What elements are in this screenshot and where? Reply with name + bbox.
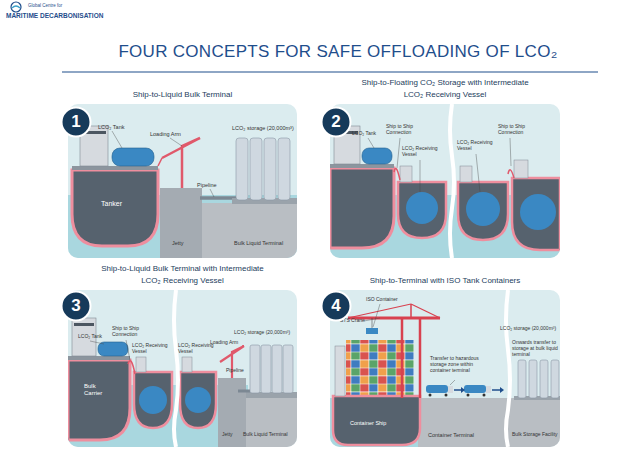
part-label: Jetty	[172, 240, 184, 246]
part-label: Bulk Liquid Terminal	[234, 240, 283, 246]
scene-3	[68, 290, 297, 447]
part-label: Onwards transfer to storage at bulk liqu…	[512, 340, 558, 357]
part-label: Bulk Storage Facility	[512, 432, 558, 438]
step-number-text: 4	[320, 290, 352, 322]
part-label: LCO₂ Receiving Vessel	[132, 343, 168, 355]
step-number: 3	[60, 290, 92, 322]
part-label: LCO₂ Tank	[98, 124, 125, 130]
part-label: Ship to Ship Connection	[386, 124, 422, 136]
part-label: LCO₂ Tank	[78, 334, 102, 340]
part-label: Transfer to hazardous storage zone withi…	[430, 356, 492, 373]
step-number: 1	[60, 106, 92, 138]
page-title: FOUR CONCEPTS FOR SAFE OFFLOADING OF LCO…	[26, 42, 624, 62]
step-number: 4	[320, 290, 352, 322]
scene-2	[330, 104, 560, 258]
step-number-text: 3	[60, 290, 92, 322]
concept-panel: Ship-to-Floating CO₂ Storage with Interm…	[330, 104, 560, 258]
part-label: Bulk Liquid Terminal	[243, 432, 288, 438]
logo-ring	[11, 2, 21, 12]
panel-heading: Ship-to-Liquid Bulk Terminal	[68, 89, 297, 101]
part-label: Pipeline	[226, 368, 244, 374]
part-label: Tanker	[101, 200, 122, 208]
part-label: Loading Arm	[210, 340, 238, 346]
logo-text: Global Centre for	[28, 3, 62, 8]
part-label: LCO₂ Receiving Vessel	[457, 140, 495, 152]
part-label: Container Terminal	[428, 432, 474, 438]
scene-4	[330, 290, 560, 447]
part-label: LCO₂ Tank	[352, 131, 376, 137]
panel-heading: Ship-to-Floating CO₂ Storage with Interm…	[360, 77, 530, 101]
part-label: Jetty	[222, 432, 233, 438]
part-label: Ship to Ship Connection	[112, 326, 146, 338]
part-label: LCO₂ Receiving Vessel	[402, 146, 440, 158]
logo-wave	[12, 6, 20, 8]
panel-heading: Ship-to-Terminal with ISO Tank Container…	[331, 275, 560, 287]
panel-heading: Ship-to-Liquid Bulk Terminal with Interm…	[98, 263, 268, 287]
part-label: LCO₂ Receiving Vessel	[178, 343, 214, 355]
part-label: Ship to Ship Connection	[498, 124, 534, 136]
part-label: Pipeline	[197, 182, 217, 188]
part-label: Container Ship	[350, 420, 386, 426]
step-number: 2	[320, 106, 352, 138]
title-rule	[62, 71, 598, 72]
logo-text: MARITIME DECARBONISATION	[6, 12, 103, 19]
part-label: Bulk Carrier	[84, 383, 114, 397]
part-label: ISO Container	[366, 297, 398, 303]
part-label: Loading Arm	[150, 131, 181, 137]
part-label: LCO₂ storage (20,000m³)	[500, 326, 556, 332]
part-label: LCO₂ storage (20,000m³)	[232, 125, 294, 131]
part-label: LCO₂ storage (20,000m³)	[234, 330, 290, 336]
step-number-text: 2	[320, 106, 352, 138]
concept-panel: Ship-to-Liquid Bulk Terminal with Interm…	[68, 290, 297, 447]
step-number-text: 1	[60, 106, 92, 138]
